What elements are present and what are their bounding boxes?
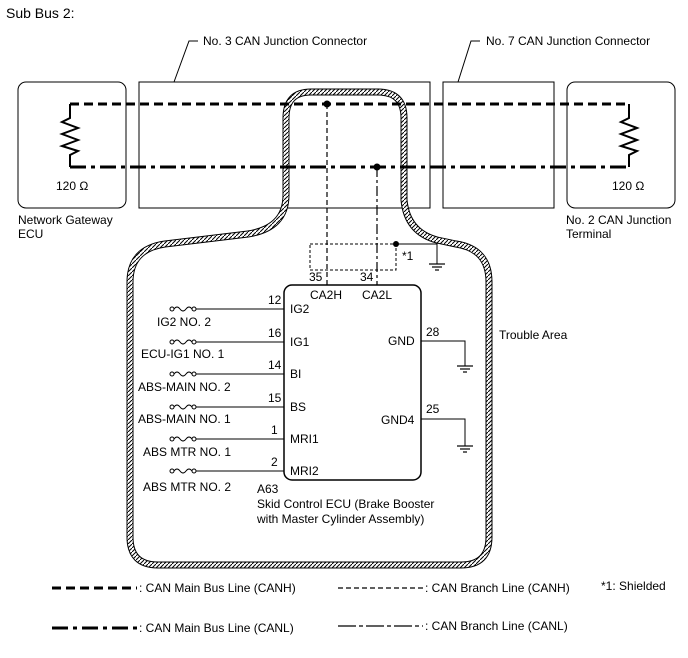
pin-name: MRI1 — [290, 432, 319, 446]
pin-number: 12 — [268, 293, 282, 307]
pin-number: 15 — [268, 391, 282, 405]
pin-ca2l-label: CA2L — [362, 288, 392, 302]
pin-name: GND4 — [381, 413, 415, 427]
pin-35-number: 35 — [309, 270, 323, 284]
trouble-area-label: Trouble Area — [499, 328, 568, 342]
ground-icon — [457, 445, 473, 453]
right-pin-row-gnd: GND 28 — [388, 325, 473, 373]
fuse-label: IG2 NO. 2 — [157, 315, 211, 329]
legend-branch-canh-label: : CAN Branch Line (CANH) — [425, 581, 570, 595]
left-pin-row-ig2: 12 IG2 IG2 NO. 2 — [157, 293, 310, 329]
pin-number: 25 — [426, 402, 440, 416]
pin-number: 28 — [426, 325, 440, 339]
terminal-label-line1: No. 2 CAN Junction — [566, 213, 671, 227]
no7-connector-label: No. 7 CAN Junction Connector — [486, 34, 650, 48]
pin-ca2h-label: CA2H — [310, 288, 342, 302]
pin-name: IG1 — [290, 335, 310, 349]
trouble-area-outline-inner — [127, 89, 492, 568]
ecu-name-line1: Skid Control ECU (Brake Booster — [257, 497, 434, 511]
fuse-icon — [173, 468, 193, 474]
legend-branch-canl-label: : CAN Branch Line (CANL) — [425, 619, 568, 633]
pin-number: 16 — [268, 326, 282, 340]
ecu-name-line2: with Master Cylinder Assembly) — [256, 512, 424, 526]
legend-main-canh-label: : CAN Main Bus Line (CANH) — [139, 581, 296, 595]
fuse-icon — [173, 436, 193, 442]
pin-34-number: 34 — [360, 270, 374, 284]
pin-number: 2 — [271, 455, 278, 469]
terminal-resistor-value: 120 Ω — [612, 179, 644, 193]
diagram-title: Sub Bus 2: — [6, 5, 75, 21]
gateway-label-line1: Network Gateway — [18, 213, 113, 227]
fuse-icon — [173, 306, 193, 312]
gateway-label-line2: ECU — [18, 227, 43, 241]
pin-name: GND — [388, 334, 415, 348]
terminal-box — [566, 81, 676, 209]
left-pin-row-mri1: 1 MRI1 ABS MTR NO. 1 — [143, 423, 319, 459]
pin-number: 14 — [268, 358, 282, 372]
no7-leader-line — [457, 40, 480, 83]
no3-leader-line — [173, 40, 198, 83]
gateway-resistor — [58, 104, 81, 167]
fuse-label: ABS MTR NO. 1 — [143, 445, 231, 459]
terminal-resistor — [617, 104, 640, 167]
left-pin-row-ig1: 16 IG1 ECU-IG1 NO. 1 — [141, 326, 310, 361]
pin-name: IG2 — [290, 302, 310, 316]
ecu-code: A63 — [257, 482, 279, 496]
legend-shielded-note: *1: Shielded — [601, 579, 666, 593]
left-pin-row-mri2: 2 MRI2 ABS MTR NO. 2 — [143, 455, 319, 494]
skid-control-ecu-box — [283, 284, 422, 481]
fuse-label: ABS-MAIN NO. 1 — [138, 412, 231, 426]
fuse-label: ABS MTR NO. 2 — [143, 480, 231, 494]
pin-name: MRI2 — [290, 464, 319, 478]
fuse-icon — [173, 371, 193, 377]
no7-connector-box — [442, 81, 555, 209]
left-pin-row-bs: 15 BS ABS-MAIN NO. 1 — [138, 391, 306, 426]
right-pin-row-gnd4: GND4 25 — [381, 402, 473, 453]
legend-main-canl-label: : CAN Main Bus Line (CANL) — [139, 621, 294, 635]
shield-ground-icon — [429, 263, 445, 271]
terminal-label-line2: Terminal — [566, 227, 611, 241]
pin-name: BS — [290, 400, 306, 414]
fuse-icon — [173, 404, 193, 410]
ground-icon — [457, 365, 473, 373]
gateway-resistor-value: 120 Ω — [56, 179, 88, 193]
fuse-label: ECU-IG1 NO. 1 — [141, 347, 225, 361]
fuse-icon — [173, 339, 193, 345]
pin-number: 1 — [271, 423, 278, 437]
fuse-label: ABS-MAIN NO. 2 — [138, 380, 231, 394]
shield-ground-wire — [396, 243, 438, 264]
no3-connector-label: No. 3 CAN Junction Connector — [203, 34, 367, 48]
pin-name: BI — [290, 367, 301, 381]
left-pin-row-bi: 14 BI ABS-MAIN NO. 2 — [138, 358, 301, 394]
shield-box — [309, 243, 397, 271]
gateway-ecu-box — [17, 81, 127, 209]
shield-note: *1 — [402, 249, 414, 263]
